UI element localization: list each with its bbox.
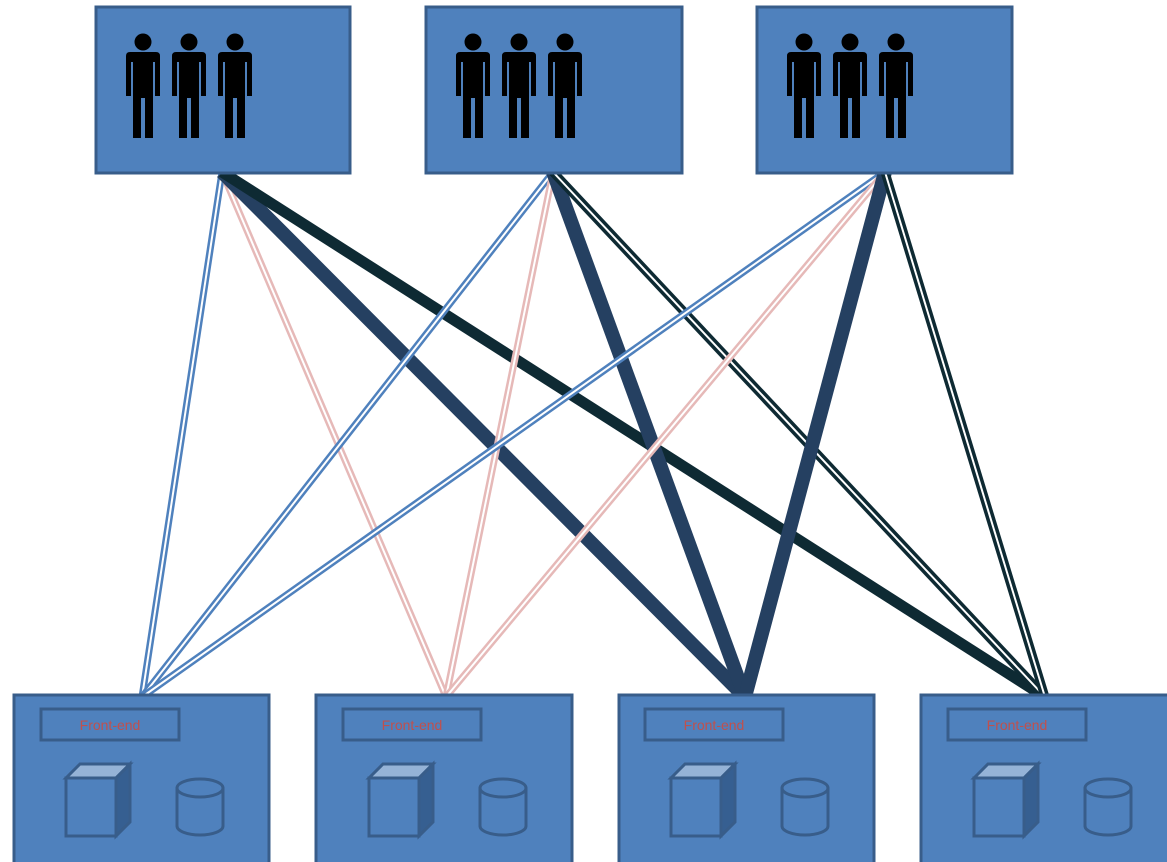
link-blue-double: [139, 169, 888, 700]
link-blue-double: [139, 169, 556, 700]
link-dark-thick: [219, 167, 1048, 702]
link-blue-double: [138, 171, 226, 698]
link-navy-thick: [217, 167, 750, 702]
server-icon: [367, 762, 435, 838]
link-navy-thick: [546, 169, 752, 700]
front-end-label: Front-end: [684, 717, 745, 733]
link-pink-double: [442, 171, 557, 698]
database-icon: [780, 777, 830, 837]
front-end-label: Front-end: [987, 717, 1048, 733]
server-icon: [669, 762, 737, 838]
front-end-label: Front-end: [80, 717, 141, 733]
link-pink-double: [218, 170, 450, 699]
server-box-3: Front-end: [617, 693, 876, 862]
front-end-label-box: [341, 707, 483, 742]
front-end-label-box: [39, 707, 181, 742]
front-end-label-box: [643, 707, 785, 742]
database-icon: [175, 777, 225, 837]
user-group-1: [94, 5, 352, 175]
links-layer: [138, 167, 1050, 702]
front-end-label: Front-end: [382, 717, 443, 733]
server-box-1: Front-end: [12, 693, 271, 862]
front-end-label-box: [946, 707, 1088, 742]
server-icon: [64, 762, 132, 838]
server-box-2: Front-end: [314, 693, 574, 862]
database-icon: [1083, 777, 1133, 837]
user-group-2: [424, 5, 684, 175]
database-icon: [478, 777, 528, 837]
user-group-3: [755, 5, 1014, 175]
link-pink-double: [443, 169, 888, 700]
link-dark-double: [549, 168, 1049, 701]
link-dark-double: [880, 170, 1050, 699]
server-icon: [972, 762, 1040, 838]
server-box-4: Front-end: [919, 693, 1167, 862]
link-navy-thick: [738, 170, 892, 699]
